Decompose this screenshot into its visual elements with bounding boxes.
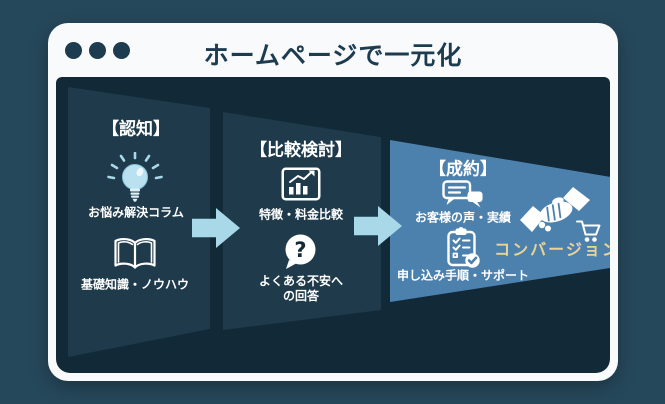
- shopping-cart-icon: [576, 220, 601, 242]
- svg-text:?: ?: [294, 238, 306, 262]
- window-dot: [65, 42, 82, 59]
- bar-chart-icon: [281, 167, 321, 201]
- stage-title-awareness: 【認知】: [102, 119, 170, 140]
- open-book-icon: [114, 238, 156, 269]
- window-header-dots: [65, 42, 130, 59]
- stage-item-label: 基礎知識・ノウハウ: [80, 277, 190, 292]
- stage-item-label: お客様の声・実績: [414, 210, 512, 225]
- stage-title-comparison: 【比較検討】: [250, 140, 352, 161]
- chat-bubbles-icon: [442, 180, 483, 208]
- stage-item-label: よくある不安へ の回答: [258, 274, 344, 303]
- question-bubble-icon: ?: [285, 234, 316, 269]
- stage-item-label: 申し込み手順・サポート: [396, 268, 530, 283]
- window-dot: [113, 42, 130, 59]
- conversion-label: コンバージョン: [494, 240, 610, 259]
- lightbulb-icon: [107, 152, 163, 202]
- window-dot: [89, 42, 106, 59]
- stage-panel-awareness: [68, 87, 210, 357]
- page-title: ホームページで一元化: [203, 41, 463, 70]
- handshake-icon: [520, 187, 590, 232]
- browser-frame: ホームページで一元化 【認知】 お悩み解決コラム: [48, 23, 618, 381]
- stage-item-label: 特徴・料金比較: [258, 207, 344, 222]
- clipboard-check-icon: [447, 227, 480, 268]
- funnel-canvas: 【認知】 お悩み解決コラム 基礎知識・ノウハウ 【比較検討】: [56, 77, 610, 373]
- stage-item-label: お悩み解決コラム: [88, 205, 184, 220]
- stage-title-closing: 【成約】: [429, 159, 497, 180]
